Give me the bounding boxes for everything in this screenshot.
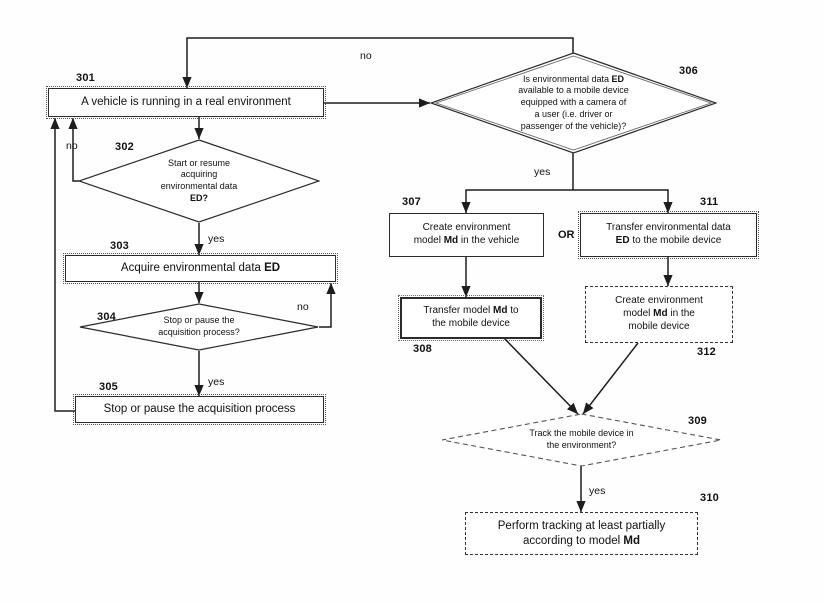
- edge-306-to-311: [573, 189, 673, 214]
- ref-302: 302: [115, 141, 134, 153]
- ref-309: 309: [688, 415, 707, 427]
- node-304-line1: Stop or pause the: [163, 315, 235, 326]
- node-306-line1-text: Is environmental data ED: [522, 73, 625, 84]
- node-312-line3: mobile device: [628, 320, 690, 332]
- node-301-vehicle-running[interactable]: A vehicle is running in a real environme…: [46, 86, 326, 119]
- node-306-ed-available-decision[interactable]: Is environmental data ED available to a …: [430, 52, 717, 154]
- ref-310: 310: [700, 492, 719, 504]
- node-303-label: Acquire environmental data ED: [121, 261, 280, 276]
- node-309-text: Track the mobile device in the environme…: [441, 413, 722, 467]
- node-310-line2: according to model Md: [523, 534, 640, 547]
- ref-305: 305: [99, 381, 118, 393]
- node-307-line2: model Md in the vehicle: [413, 235, 520, 246]
- node-302-line4: ED?: [189, 192, 208, 203]
- ref-308: 308: [413, 343, 432, 355]
- edge-312-to-309: [582, 342, 639, 415]
- node-307-line1: Create environment: [422, 222, 511, 234]
- node-302-text: Start or resume acquiring environmental …: [78, 139, 320, 223]
- edge-label-304-yes: yes: [208, 376, 225, 388]
- node-309-shape: [441, 413, 722, 467]
- node-302-line1: Start or resume: [167, 157, 231, 168]
- node-312-create-model-device[interactable]: Create environment model Md in the mobil…: [585, 286, 733, 343]
- edge-label-302-yes: yes: [208, 233, 225, 245]
- node-306-line1: Is environmental data ED: [518, 74, 629, 86]
- ref-307: 307: [402, 196, 421, 208]
- node-307-create-model-vehicle[interactable]: Create environment model Md in the vehic…: [389, 213, 544, 257]
- node-308-line2: the mobile device: [432, 318, 510, 329]
- or-separator: OR: [558, 229, 575, 241]
- node-309-line1: Track the mobile device in: [529, 428, 634, 439]
- node-305-label: Stop or pause the acquisition process: [103, 403, 296, 416]
- node-312-line1: Create environment: [615, 295, 703, 307]
- node-309-line2: the environment?: [546, 440, 617, 450]
- node-310-line1: Perform tracking at least partially: [497, 519, 666, 532]
- node-308-line1: Transfer model Md to: [423, 305, 519, 317]
- node-303-text: Acquire environmental data ED: [120, 262, 281, 275]
- ref-301: 301: [76, 72, 95, 84]
- node-309-track-device-decision[interactable]: Track the mobile device in the environme…: [441, 413, 722, 467]
- ref-303: 303: [110, 240, 129, 252]
- ref-312: 312: [697, 346, 716, 358]
- ref-304: 304: [97, 311, 116, 323]
- edge-label-304-no: no: [297, 301, 309, 313]
- node-311-line2: ED to the mobile device: [615, 235, 722, 246]
- node-302-start-resume[interactable]: Start or resume acquiring environmental …: [78, 139, 320, 223]
- node-306-line5: passenger of the vehicle)?: [520, 120, 627, 131]
- edge-label-306-no: no: [360, 50, 372, 62]
- node-308-transfer-model-to-device[interactable]: Transfer model Md to the mobile device: [398, 295, 544, 341]
- node-311-transfer-ed-to-device[interactable]: Transfer environmental data ED to the mo…: [578, 211, 759, 259]
- node-304-line2: acquisition process?: [158, 327, 240, 337]
- node-306-shape: [430, 52, 717, 154]
- node-306-line4: a user (i.e. driver or: [534, 108, 613, 119]
- node-304-stop-pause-decision[interactable]: Stop or pause the acquisition process?: [79, 303, 319, 351]
- node-306-line3: equipped with a camera of: [520, 97, 627, 108]
- ref-306: 306: [679, 65, 698, 77]
- node-311-line1: Transfer environmental data: [606, 222, 731, 234]
- edge-label-306-yes: yes: [534, 166, 551, 178]
- node-302-shape: [78, 139, 320, 223]
- edge-308-to-309: [500, 334, 579, 415]
- node-310-perform-tracking[interactable]: Perform tracking at least partially acco…: [465, 512, 698, 555]
- edge-306-to-307: [461, 189, 573, 214]
- edge-304-no-to-303: [319, 282, 336, 328]
- node-301-label: A vehicle is running in a real environme…: [81, 96, 291, 109]
- ref-311: 311: [700, 196, 719, 208]
- node-302-line2: acquiring: [180, 169, 218, 180]
- node-306-line2: available to a mobile device: [518, 85, 629, 96]
- node-312-line2: model Md in the: [623, 308, 695, 320]
- node-302-line3: environmental data: [160, 181, 238, 191]
- node-303-acquire-ed[interactable]: Acquire environmental data ED: [63, 253, 338, 284]
- node-305-stop-pause-process[interactable]: Stop or pause the acquisition process: [73, 394, 326, 425]
- node-304-text: Stop or pause the acquisition process?: [79, 303, 319, 351]
- edge-label-309-yes: yes: [589, 485, 606, 497]
- edge-label-302-no: no: [66, 140, 78, 152]
- node-306-text: Is environmental data ED available to a …: [430, 52, 717, 154]
- node-304-shape: [79, 303, 319, 351]
